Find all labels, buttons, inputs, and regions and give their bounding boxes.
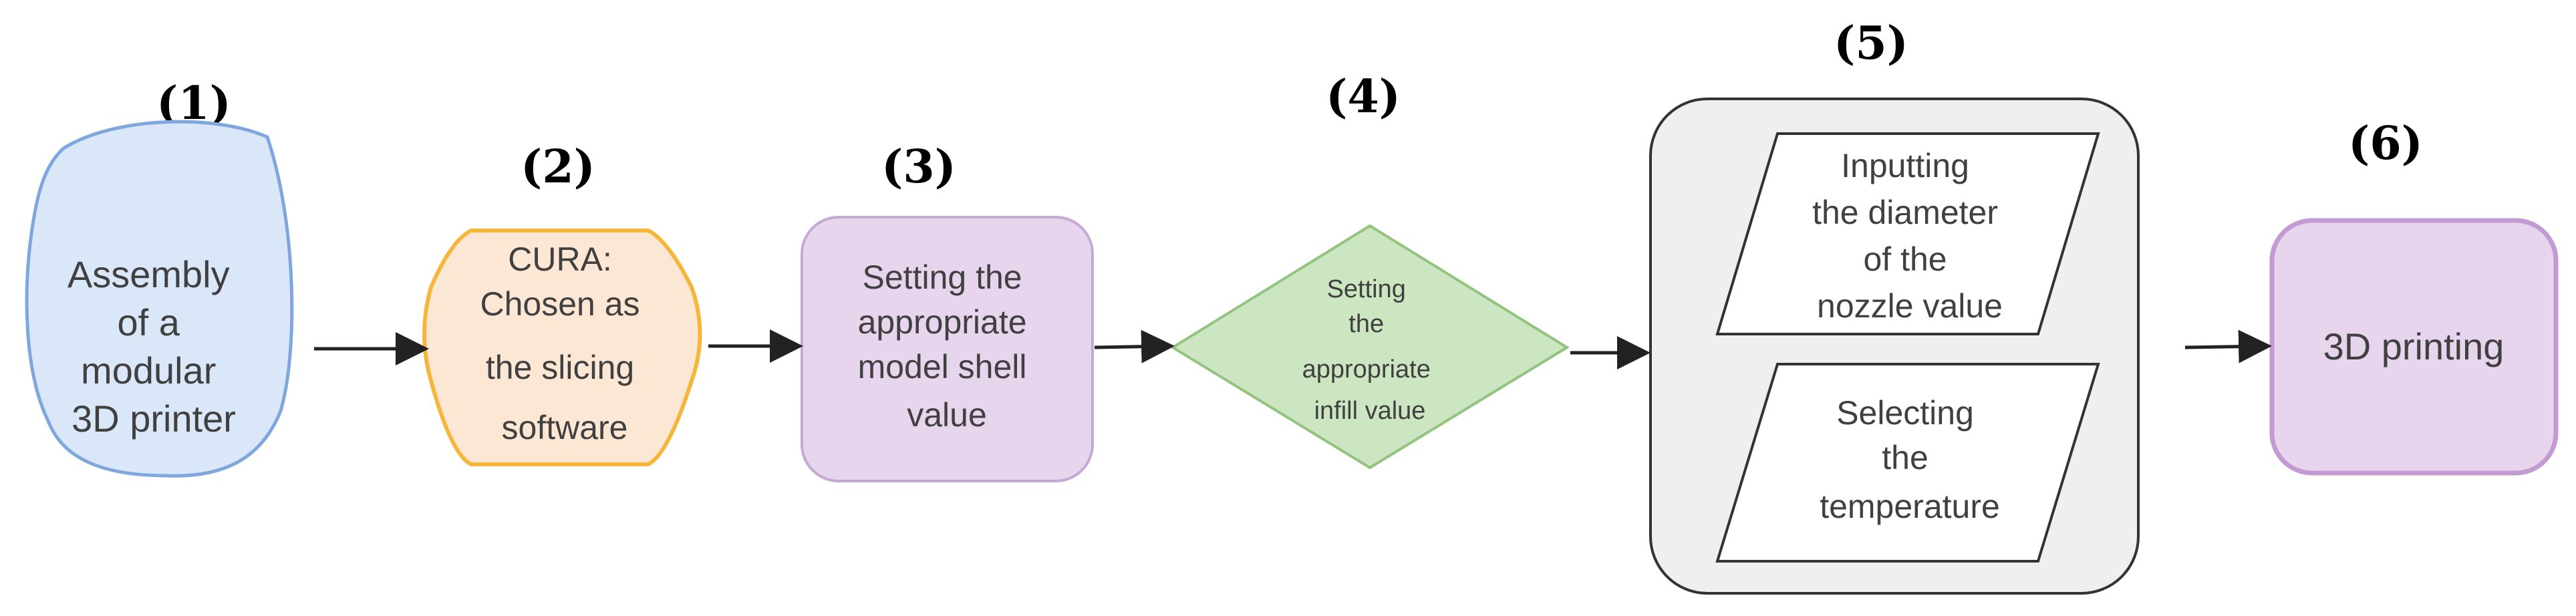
step-5-number: (5) — [1834, 17, 1908, 70]
arrow-3-to-4 — [1094, 329, 1175, 363]
step-5b-shape — [1715, 363, 2100, 563]
step-3-number: (3) — [881, 140, 956, 194]
step-4-label: Setting the appropriate infill value — [1302, 275, 1438, 425]
step-1-shape — [25, 120, 294, 478]
step-4-number: (4) — [1326, 70, 1401, 124]
arrow-5-to-6 — [2184, 329, 2272, 363]
step-3-label: Setting the appropriate model shell valu… — [858, 259, 1036, 434]
step-2-number: (2) — [521, 140, 595, 194]
step-5a-shape — [1715, 132, 2100, 335]
step-2-shape — [422, 228, 702, 466]
step-2-label: CURA: Chosen as the slicing software — [480, 241, 650, 446]
step-6-label: 3D printing — [2323, 325, 2505, 367]
step-6-number: (6) — [2348, 117, 2423, 170]
step-4-shape — [1170, 224, 1570, 470]
step-5b-label: Selecting the temperature — [1820, 394, 2000, 525]
step-5a-label: Inputting the diameter of the nozzle val… — [1812, 147, 2007, 325]
step-1-label: Assembly of a modular 3D printer — [67, 253, 240, 440]
step-6-shape — [2269, 218, 2559, 476]
